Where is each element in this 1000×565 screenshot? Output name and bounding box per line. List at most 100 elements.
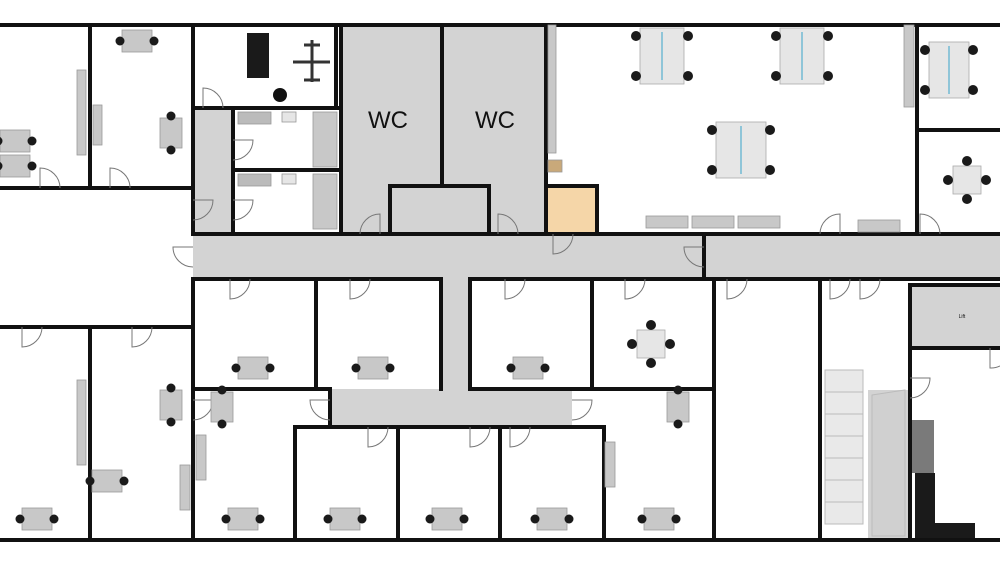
small-cabinet: [547, 159, 563, 173]
door-swing: [359, 213, 381, 235]
desk: [210, 391, 234, 423]
chair: [323, 514, 333, 524]
exercise-ball: [273, 88, 287, 102]
chair: [217, 385, 227, 395]
cabinet: [76, 379, 87, 466]
chair: [631, 31, 641, 41]
chair: [255, 514, 265, 524]
door-swing: [172, 246, 194, 268]
chair: [962, 156, 972, 166]
storage-room: [546, 186, 597, 234]
cabinet: [547, 24, 557, 154]
chair: [823, 31, 833, 41]
chair: [968, 85, 978, 95]
cabinet: [903, 24, 915, 108]
wc-right-floor: [442, 25, 546, 234]
chair: [707, 125, 717, 135]
desks: [0, 27, 991, 531]
lift-floor: [911, 285, 1000, 348]
chair: [707, 165, 717, 175]
monitor: [948, 46, 950, 94]
chair: [771, 31, 781, 41]
cabinet: [195, 434, 207, 481]
door-swing: [232, 139, 254, 161]
walls: [0, 23, 1000, 542]
meeting-table: [636, 329, 666, 359]
wall: [544, 184, 599, 236]
stair-step: [824, 435, 864, 459]
door-swing: [552, 233, 574, 255]
wc-right-label: WC: [475, 107, 515, 134]
stair-step: [824, 479, 864, 503]
desk: [91, 469, 123, 493]
chair: [459, 514, 469, 524]
door-swing: [192, 199, 214, 221]
chair: [968, 45, 978, 55]
chair: [166, 383, 176, 393]
chair: [166, 111, 176, 121]
wc-sink: [312, 111, 338, 168]
desk: [159, 389, 183, 421]
chair: [683, 71, 693, 81]
chair: [671, 514, 681, 524]
door-swing: [192, 399, 214, 421]
door-swing: [683, 246, 705, 268]
lift-label: Lift: [959, 314, 966, 320]
chair: [49, 514, 59, 524]
wc-basin: [281, 173, 297, 185]
door-swing: [859, 278, 881, 300]
door-swing: [989, 348, 1000, 369]
door-swing: [829, 278, 851, 300]
chair: [0, 136, 3, 146]
desk: [329, 507, 361, 531]
chair: [943, 175, 953, 185]
chair: [673, 419, 683, 429]
door-swing: [509, 426, 531, 448]
cabinet: [179, 464, 191, 511]
chair: [920, 85, 930, 95]
chair: [217, 419, 227, 429]
chair: [265, 363, 275, 373]
stairs: [824, 369, 906, 537]
bench: [645, 215, 689, 229]
chair: [631, 71, 641, 81]
door-swing: [497, 213, 519, 235]
door-swing: [229, 278, 251, 300]
stair-step: [824, 457, 864, 481]
chair: [673, 385, 683, 395]
chair: [351, 363, 361, 373]
chair: [540, 363, 550, 373]
chair: [506, 363, 516, 373]
cabinet: [76, 69, 87, 156]
bench: [737, 215, 781, 229]
chair: [564, 514, 574, 524]
desk: [237, 356, 269, 380]
chair: [27, 136, 37, 146]
chair: [221, 514, 231, 524]
stair-step: [824, 413, 864, 437]
chair: [115, 36, 125, 46]
wall: [388, 184, 491, 236]
desk: [121, 29, 153, 53]
stair-step: [824, 369, 864, 393]
desk: [21, 507, 53, 531]
chair: [119, 476, 129, 486]
chair: [683, 31, 693, 41]
door-swing: [232, 199, 254, 221]
desk: [431, 507, 463, 531]
chair: [765, 165, 775, 175]
kitchen-counter: [915, 473, 975, 538]
chair: [823, 71, 833, 81]
desk: [357, 356, 389, 380]
furniture: [76, 24, 915, 511]
chair: [166, 145, 176, 155]
wc-toilet: [237, 173, 272, 187]
chair: [15, 514, 25, 524]
desk: [643, 507, 675, 531]
monitor: [661, 32, 663, 80]
chair: [665, 339, 675, 349]
wc-basin: [281, 111, 297, 123]
meeting-table: [952, 165, 982, 195]
bench: [857, 219, 901, 233]
